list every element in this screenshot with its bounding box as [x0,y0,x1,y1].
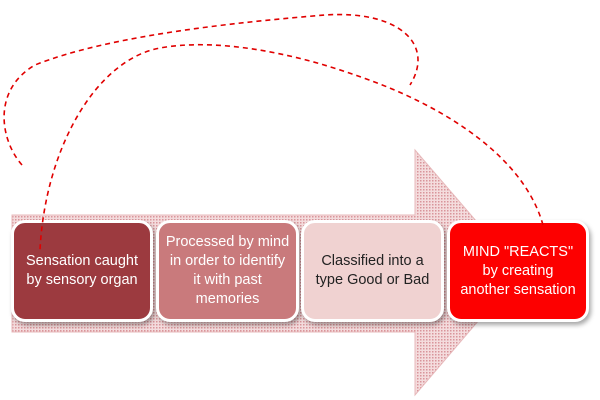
step-processed-label: Processed by mind in order to identify i… [165,234,290,307]
step-mind-reacts-label: MIND "REACTS" by creating another sensat… [460,243,576,298]
step-sensation-label: Sensation caught by sensory organ [25,253,139,288]
feedback-loop-outer [3,13,419,166]
step-classified-label: Classified into a type Good or Bad [315,253,430,288]
step-classified: Classified into a type Good or Bad [301,220,444,322]
step-mind-reacts: MIND "REACTS" by creating another sensat… [447,220,589,322]
step-sensation: Sensation caught by sensory organ [11,220,153,322]
step-processed: Processed by mind in order to identify i… [156,220,299,322]
